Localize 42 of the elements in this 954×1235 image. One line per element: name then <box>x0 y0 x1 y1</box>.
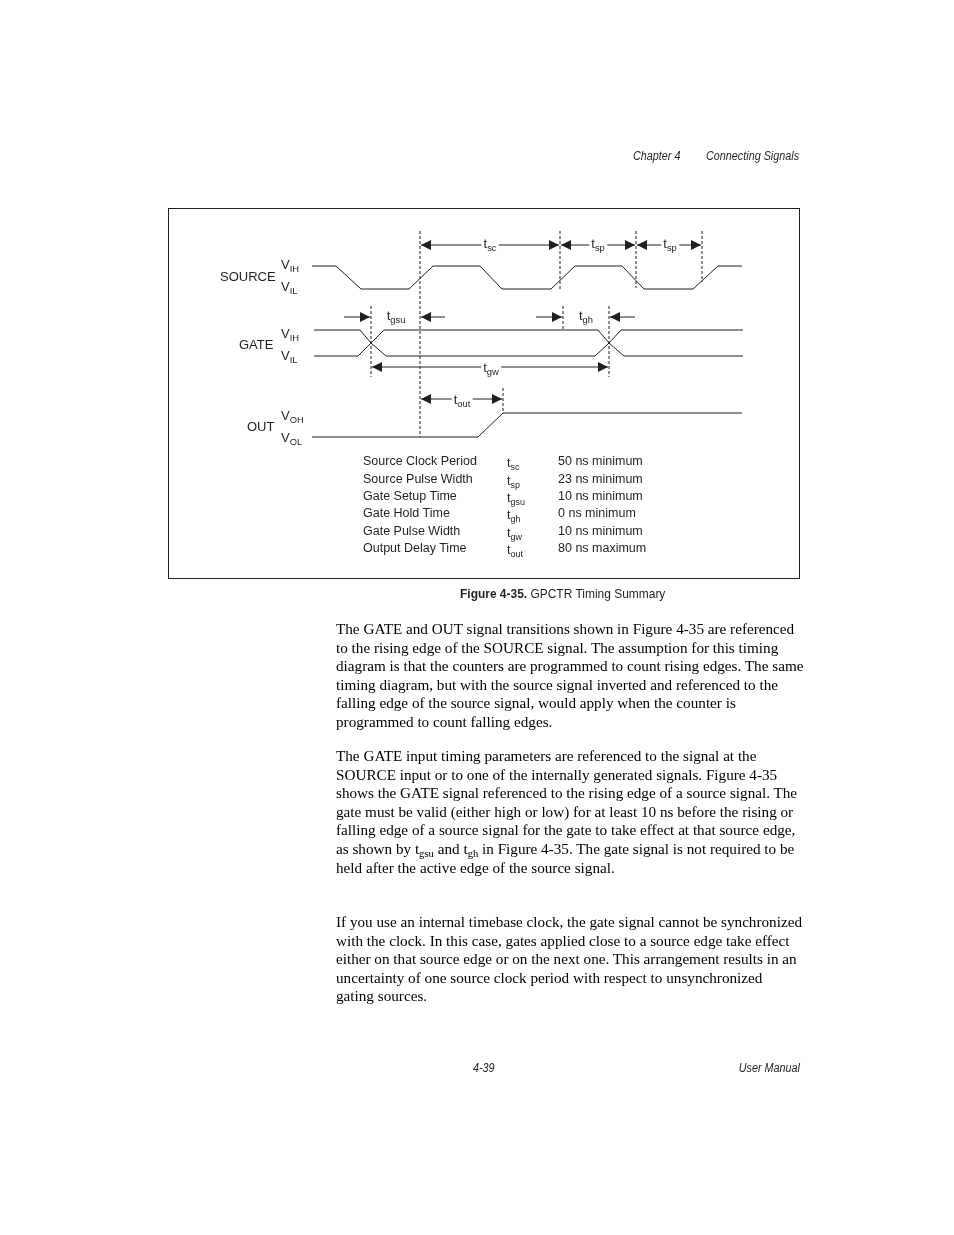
voltage-level-label: V$_{OH}$ <box>281 408 304 424</box>
parameter-symbol: t$_{gw}$ <box>507 527 522 541</box>
parameter-symbol: t$_{sc}$ <box>507 457 520 471</box>
timing-label: t$_{out}$ <box>451 392 473 408</box>
voltage-level-label: V$_{IL}$ <box>281 348 298 364</box>
voltage-level-label: V$_{IH}$ <box>281 326 299 342</box>
parameter-symbol: t$_{out}$ <box>507 544 523 558</box>
parameter-symbol: t$_{gh}$ <box>507 509 521 523</box>
page-number: 4-39 <box>473 1062 495 1076</box>
header-text: Connecting Signals <box>706 150 800 164</box>
voltage-level-label: V$_{OL}$ <box>281 430 303 446</box>
timing-label: t$_{gw}$ <box>481 360 501 376</box>
parameter-symbol: t$_{gsu}$ <box>507 492 525 506</box>
paragraph: The GATE and OUT signal transitions shown in Figure 4-35 are referenced to the rising edge of the SOURCE signal. The assumption for this timing diagram is that the counters are programmed to count rising edges. The same timing diagram, but with the source signal inverted and referenced to the falling edge of the source signal, would apply when the counter is programmed to count falling edges. <box>336 620 804 732</box>
parameter-name: Source Clock Period <box>363 455 477 469</box>
timing-label: t$_{sp}$ <box>589 236 607 252</box>
signal-name: OUT <box>247 419 275 435</box>
parameter-name: Gate Pulse Width <box>363 525 461 539</box>
voltage-level-label: V$_{IL}$ <box>281 279 298 295</box>
timing-label: t$_{sc}$ <box>481 236 499 252</box>
parameter-name: Gate Setup Time <box>363 490 457 504</box>
parameter-value: 23 ns minimum <box>558 473 643 487</box>
parameter-name: Gate Hold Time <box>363 507 450 521</box>
timing-label: t$_{sp}$ <box>661 236 679 252</box>
paragraph: If you use an internal timebase clock, the gate signal cannot be synchronized with the clock. In this case, gates applied close to a source edge take effect either on that source edge or on the next one. This arrangement results in an uncertainty of one source clock period with respect to unsynchronized gating sources. <box>336 913 803 1006</box>
parameter-symbol: t$_{sp}$ <box>507 475 520 489</box>
parameter-value: 10 ns minimum <box>558 525 643 539</box>
footer-text: User Manual <box>738 1062 800 1076</box>
parameter-value: 10 ns minimum <box>558 490 643 504</box>
timing-label: t$_{gh}$ <box>577 308 595 324</box>
parameter-value: 0 ns minimum <box>558 507 636 521</box>
parameter-value: 50 ns minimum <box>558 455 643 469</box>
parameter-value: 80 ns maximum <box>558 542 647 556</box>
parameter-name: Source Pulse Width <box>363 473 473 487</box>
header-text: Chapter 4 <box>633 150 681 164</box>
voltage-level-label: V$_{IH}$ <box>281 257 299 273</box>
figure-caption: Figure 4-35. GPCTR Timing Summary <box>460 587 666 602</box>
signal-name: GATE <box>239 337 274 353</box>
paragraph: The GATE input timing parameters are referenced to the signal at the SOURCE input or to one of the internally generated signals. Figure 4-35 shows the GATE signal referenced to the rising edge of a source signal. The gate must be valid (either high or low) for at least 10 ns before the rising or falling edge of a source signal for the gate to take effect at that source edge, as shown by t$_{gsu}$ and t$_{gh}$ in Figure 4-35. The gate signal is not required to be held after the active edge of the source signal. <box>336 747 799 878</box>
signal-name: SOURCE <box>220 269 276 285</box>
parameter-name: Output Delay Time <box>363 542 467 556</box>
timing-label: t$_{gsu}$ <box>384 308 408 324</box>
